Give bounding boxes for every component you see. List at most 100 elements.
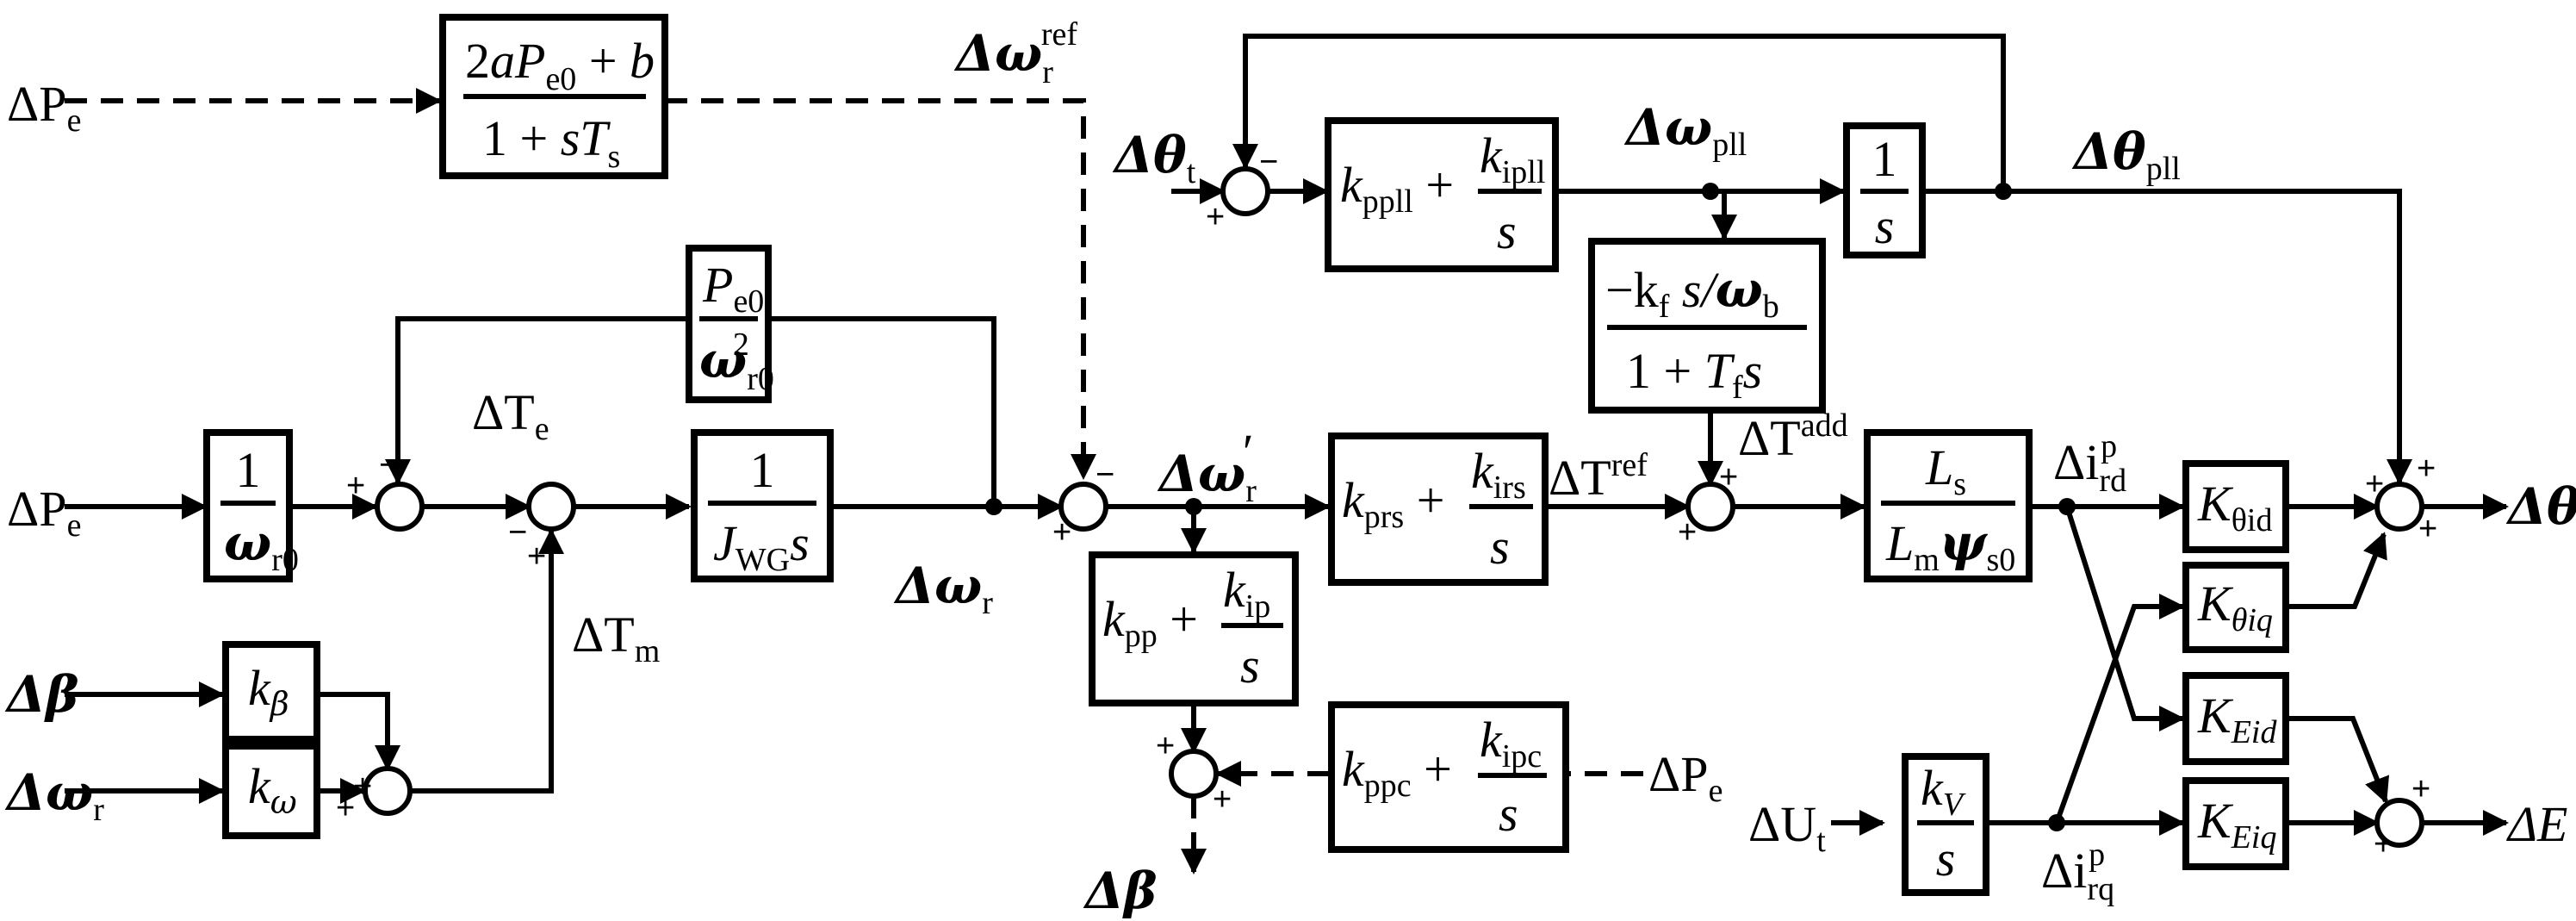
svg-text:−: − [1259,144,1278,180]
block-inertia: 1 JWGs [691,429,834,582]
svg-text:kppll +: kppll + [1340,157,1454,220]
svg-text:1: 1 [236,442,261,498]
svg-text:+: + [1206,199,1225,235]
svg-text:s: s [1875,198,1895,254]
output-labels: Δθ ΔE Δβ [1083,477,2576,920]
svg-text:1 + sTs: 1 + sTs [482,110,620,175]
sum-pitch-torque [363,766,413,816]
block-k-theta-iq: Kθiq [2182,562,2289,653]
input-dOmegaR: Δωr [4,763,104,828]
svg-text:1 + Tfs: 1 + Tfs [1626,343,1762,406]
svg-text:s: s [1497,203,1517,259]
svg-text:kipll: kipll [1480,128,1545,190]
sum-torque-ref [1685,482,1735,532]
svg-text:s: s [1490,519,1510,575]
signal-labels: Δωrref ΔTe ΔTm Δωr Δωr′ Δωpll Δθpll ΔTre… [472,16,2181,907]
input-labels: ΔPe ΔPe Δβ Δωr Δθt ΔPe ΔUt [4,76,1826,859]
svg-text:+: + [353,769,372,805]
svg-text:kipc: kipc [1480,712,1542,775]
svg-text:kip: kip [1223,562,1270,625]
label-dIrq: Δirqp [2041,837,2114,907]
sum-theta [2374,482,2424,532]
svg-text:Lmψs0: Lmψs0 [1885,513,2015,578]
svg-text:+: + [346,468,365,504]
block-voltage-integrator: kV s [1902,753,1989,896]
sum-torque [526,482,576,532]
svg-text:+: + [1678,514,1697,551]
svg-text:−kf s/ωb: −kf s/ωb [1605,260,1779,325]
label-dOmegaPll: Δωpll [1623,98,1747,163]
output-dE: ΔE [2506,796,2567,852]
sum-pitch [1169,749,1219,799]
block-k-theta-id: Kθid [2182,460,2289,553]
svg-text:−: − [508,514,527,551]
svg-text:+: + [2417,451,2436,487]
block-pe-over-omega-sq: Pe0 ωr02 [686,245,774,403]
block-pitch-pc: kppc + kipc s [1328,701,1569,853]
label-dOmegaR: Δωr [893,557,993,621]
svg-text:+: + [1156,728,1175,764]
block-speed-pi: kprs + kirs s [1328,432,1549,586]
svg-text:+: + [1719,459,1738,495]
svg-text:Kθid: Kθid [2197,476,2272,538]
svg-text:s: s [1499,786,1518,842]
svg-text:ωr0: ωr0 [224,513,299,578]
block-k-omega: kω [222,743,320,839]
svg-text:+: + [527,538,546,575]
svg-text:kω: kω [248,758,297,821]
svg-text:+: + [1052,514,1071,551]
svg-text:1: 1 [750,442,775,498]
svg-text:1: 1 [1872,131,1897,187]
sum-power [375,482,425,532]
label-dTe: ΔTe [472,384,549,447]
svg-text:Ls: Ls [1925,439,1966,502]
svg-text:+: + [2365,466,2384,502]
sum-speed-error [1058,482,1108,532]
signal-wires [65,34,2509,874]
label-dTref: ΔTref [1549,447,1648,506]
svg-text:2aPe0 + b: 2aPe0 + b [465,33,655,97]
svg-text:ωr02: ωr02 [699,327,774,397]
svg-text:kppc +: kppc + [1342,741,1452,804]
input-dTheta-t: Δθt [1112,126,1196,190]
block-integrator: 1 s [1843,122,1926,258]
block-ls: Ls Lmψs0 [1864,429,2033,582]
label-dTadd: ΔTadd [1738,408,1848,466]
sum-pll [1220,166,1270,216]
svg-text:+: + [336,790,355,826]
sum-e [2374,798,2424,848]
svg-text:−: − [379,447,398,483]
input-dUt: ΔUt [1748,796,1826,859]
summing-junctions [363,166,2424,848]
label-dOmegaR-prime: Δωr′ [1157,424,1257,509]
svg-text:−: − [1096,457,1114,493]
input-dPe-top: ΔPe [7,76,81,139]
input-dPe-right: ΔPe [1648,746,1723,809]
svg-text:+: + [2412,771,2430,807]
svg-text:KEiq: KEiq [2197,793,2276,856]
input-dPe-left: ΔPe [7,481,81,544]
label-dOmegaR-ref: Δωrref [953,16,1077,90]
block-k-beta: kβ [222,641,320,743]
svg-text:+: + [2374,826,2393,862]
svg-text:s: s [1936,831,1956,887]
svg-text:kV: kV [1921,760,1966,823]
label-dTm: ΔTm [572,607,660,669]
label-dIrd: Δirdp [2053,428,2126,499]
svg-text:JWGs: JWGs [713,515,810,578]
svg-text:kirs: kirs [1471,443,1526,506]
block-ref-tf: 2aPe0 + b 1 + sTs [439,14,668,179]
sign-labels: + − − + + + + − + + − + + + + + + + + [336,144,2437,862]
label-dThetaPll: Δθpll [2071,122,2181,187]
output-dBeta: Δβ [1083,862,1158,920]
input-dBeta: Δβ [4,665,79,724]
svg-text:+: + [2418,511,2437,547]
block-k-eid: KEid [2182,672,2289,765]
svg-text:KEid: KEid [2197,688,2277,750]
svg-text:Pe0: Pe0 [702,257,764,320]
svg-text:kpp +: kpp + [1102,591,1198,654]
block-pitch-pi: kpp + kip s [1089,551,1299,706]
svg-text:+: + [1213,781,1232,818]
block-pll-pi: kppll + kipll s [1325,117,1559,272]
